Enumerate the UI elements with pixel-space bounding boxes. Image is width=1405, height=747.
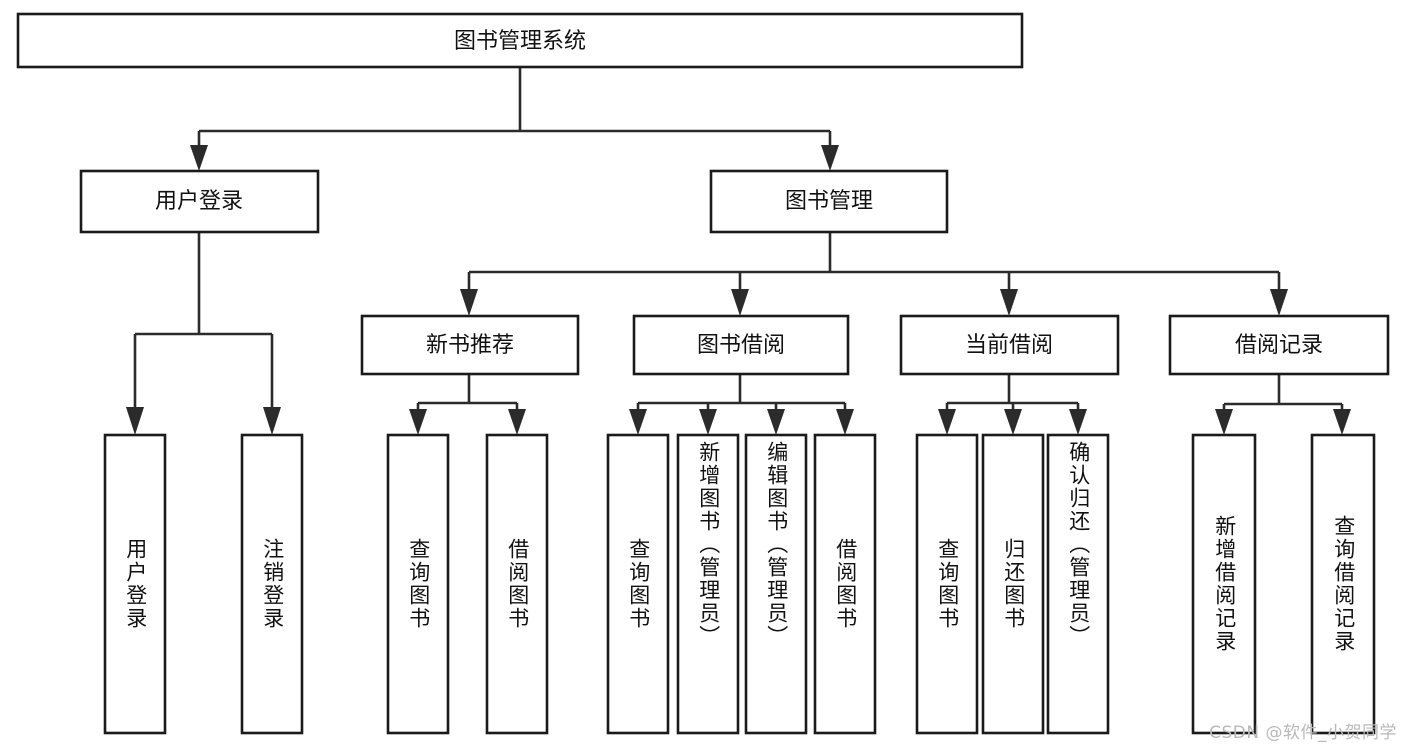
arrow-head-leaf-logout (263, 407, 281, 435)
arrow-head-current-borrow (1000, 289, 1018, 316)
node-box-leaf-return-book[interactable] (981, 433, 1045, 735)
node-box-new-book-rec[interactable] (360, 314, 580, 376)
node-box-leaf-logout[interactable] (240, 433, 304, 735)
arrow-head-leaf-borrow-book-1 (508, 409, 526, 435)
arrow-head-new-book-rec (460, 289, 478, 316)
node-box-leaf-query-book-3[interactable] (915, 433, 979, 735)
arrow-head-leaf-return-book (1004, 409, 1022, 435)
node-box-leaf-add-record[interactable] (1191, 433, 1257, 735)
arrow-head-leaf-edit-book (767, 409, 785, 435)
node-box-leaf-add-book[interactable] (676, 433, 740, 735)
node-box-leaf-user-login[interactable] (103, 433, 167, 735)
node-label-book-manage: 图书管理 (785, 189, 873, 214)
arrow-head-leaf-query-book-3 (938, 409, 956, 435)
node-label-book-borrow: 图书借阅 (697, 333, 785, 358)
node-layer: 图书管理系统 用户登录 图书管理 新书推荐 图书借阅 当前借阅 借阅记录 (16, 12, 1390, 735)
node-box-current-borrow[interactable] (899, 314, 1120, 376)
node-box-leaf-query-book-1[interactable] (386, 433, 450, 735)
node-box-book-manage[interactable] (709, 169, 949, 234)
arrow-head-leaf-borrow-book-2 (836, 409, 854, 435)
node-box-leaf-confirm-return[interactable] (1046, 433, 1110, 735)
arrow-head-leaf-query-book-1 (409, 409, 427, 435)
node-box-leaf-query-book-2[interactable] (606, 433, 670, 735)
arrow-head-leaf-add-record (1215, 409, 1233, 435)
arrow-head-leaf-query-book-2 (629, 409, 647, 435)
node-label-current-borrow: 当前借阅 (965, 333, 1053, 358)
arrow-head-book-manage (821, 145, 839, 171)
node-label-root: 图书管理系统 (454, 29, 586, 54)
node-box-borrow-record[interactable] (1168, 314, 1390, 376)
node-box-leaf-query-record[interactable] (1310, 433, 1376, 735)
node-label-borrow-record: 借阅记录 (1235, 333, 1323, 358)
node-box-book-borrow[interactable] (632, 314, 850, 376)
csdn-watermark: CSDN @软件_小贺同学 (1209, 723, 1397, 743)
node-box-root[interactable] (16, 12, 1024, 69)
arrow-head-book-borrow (731, 289, 749, 316)
node-box-user-login[interactable] (79, 169, 320, 234)
node-box-leaf-edit-book[interactable] (744, 433, 808, 735)
connector-layer (126, 67, 1351, 435)
arrow-head-borrow-record (1270, 289, 1288, 316)
arrow-head-leaf-confirm-return (1069, 409, 1087, 435)
node-label-user-login: 用户登录 (155, 189, 243, 214)
node-box-leaf-borrow-book-2[interactable] (813, 433, 877, 735)
arrow-head-leaf-query-record (1333, 409, 1351, 435)
arrow-head-leaf-add-book (699, 409, 717, 435)
node-box-leaf-borrow-book-1[interactable] (485, 433, 549, 735)
arrow-head-leaf-user-login (126, 407, 144, 435)
arrow-head-user-login (190, 145, 208, 171)
node-label-new-book-rec: 新书推荐 (426, 333, 514, 358)
